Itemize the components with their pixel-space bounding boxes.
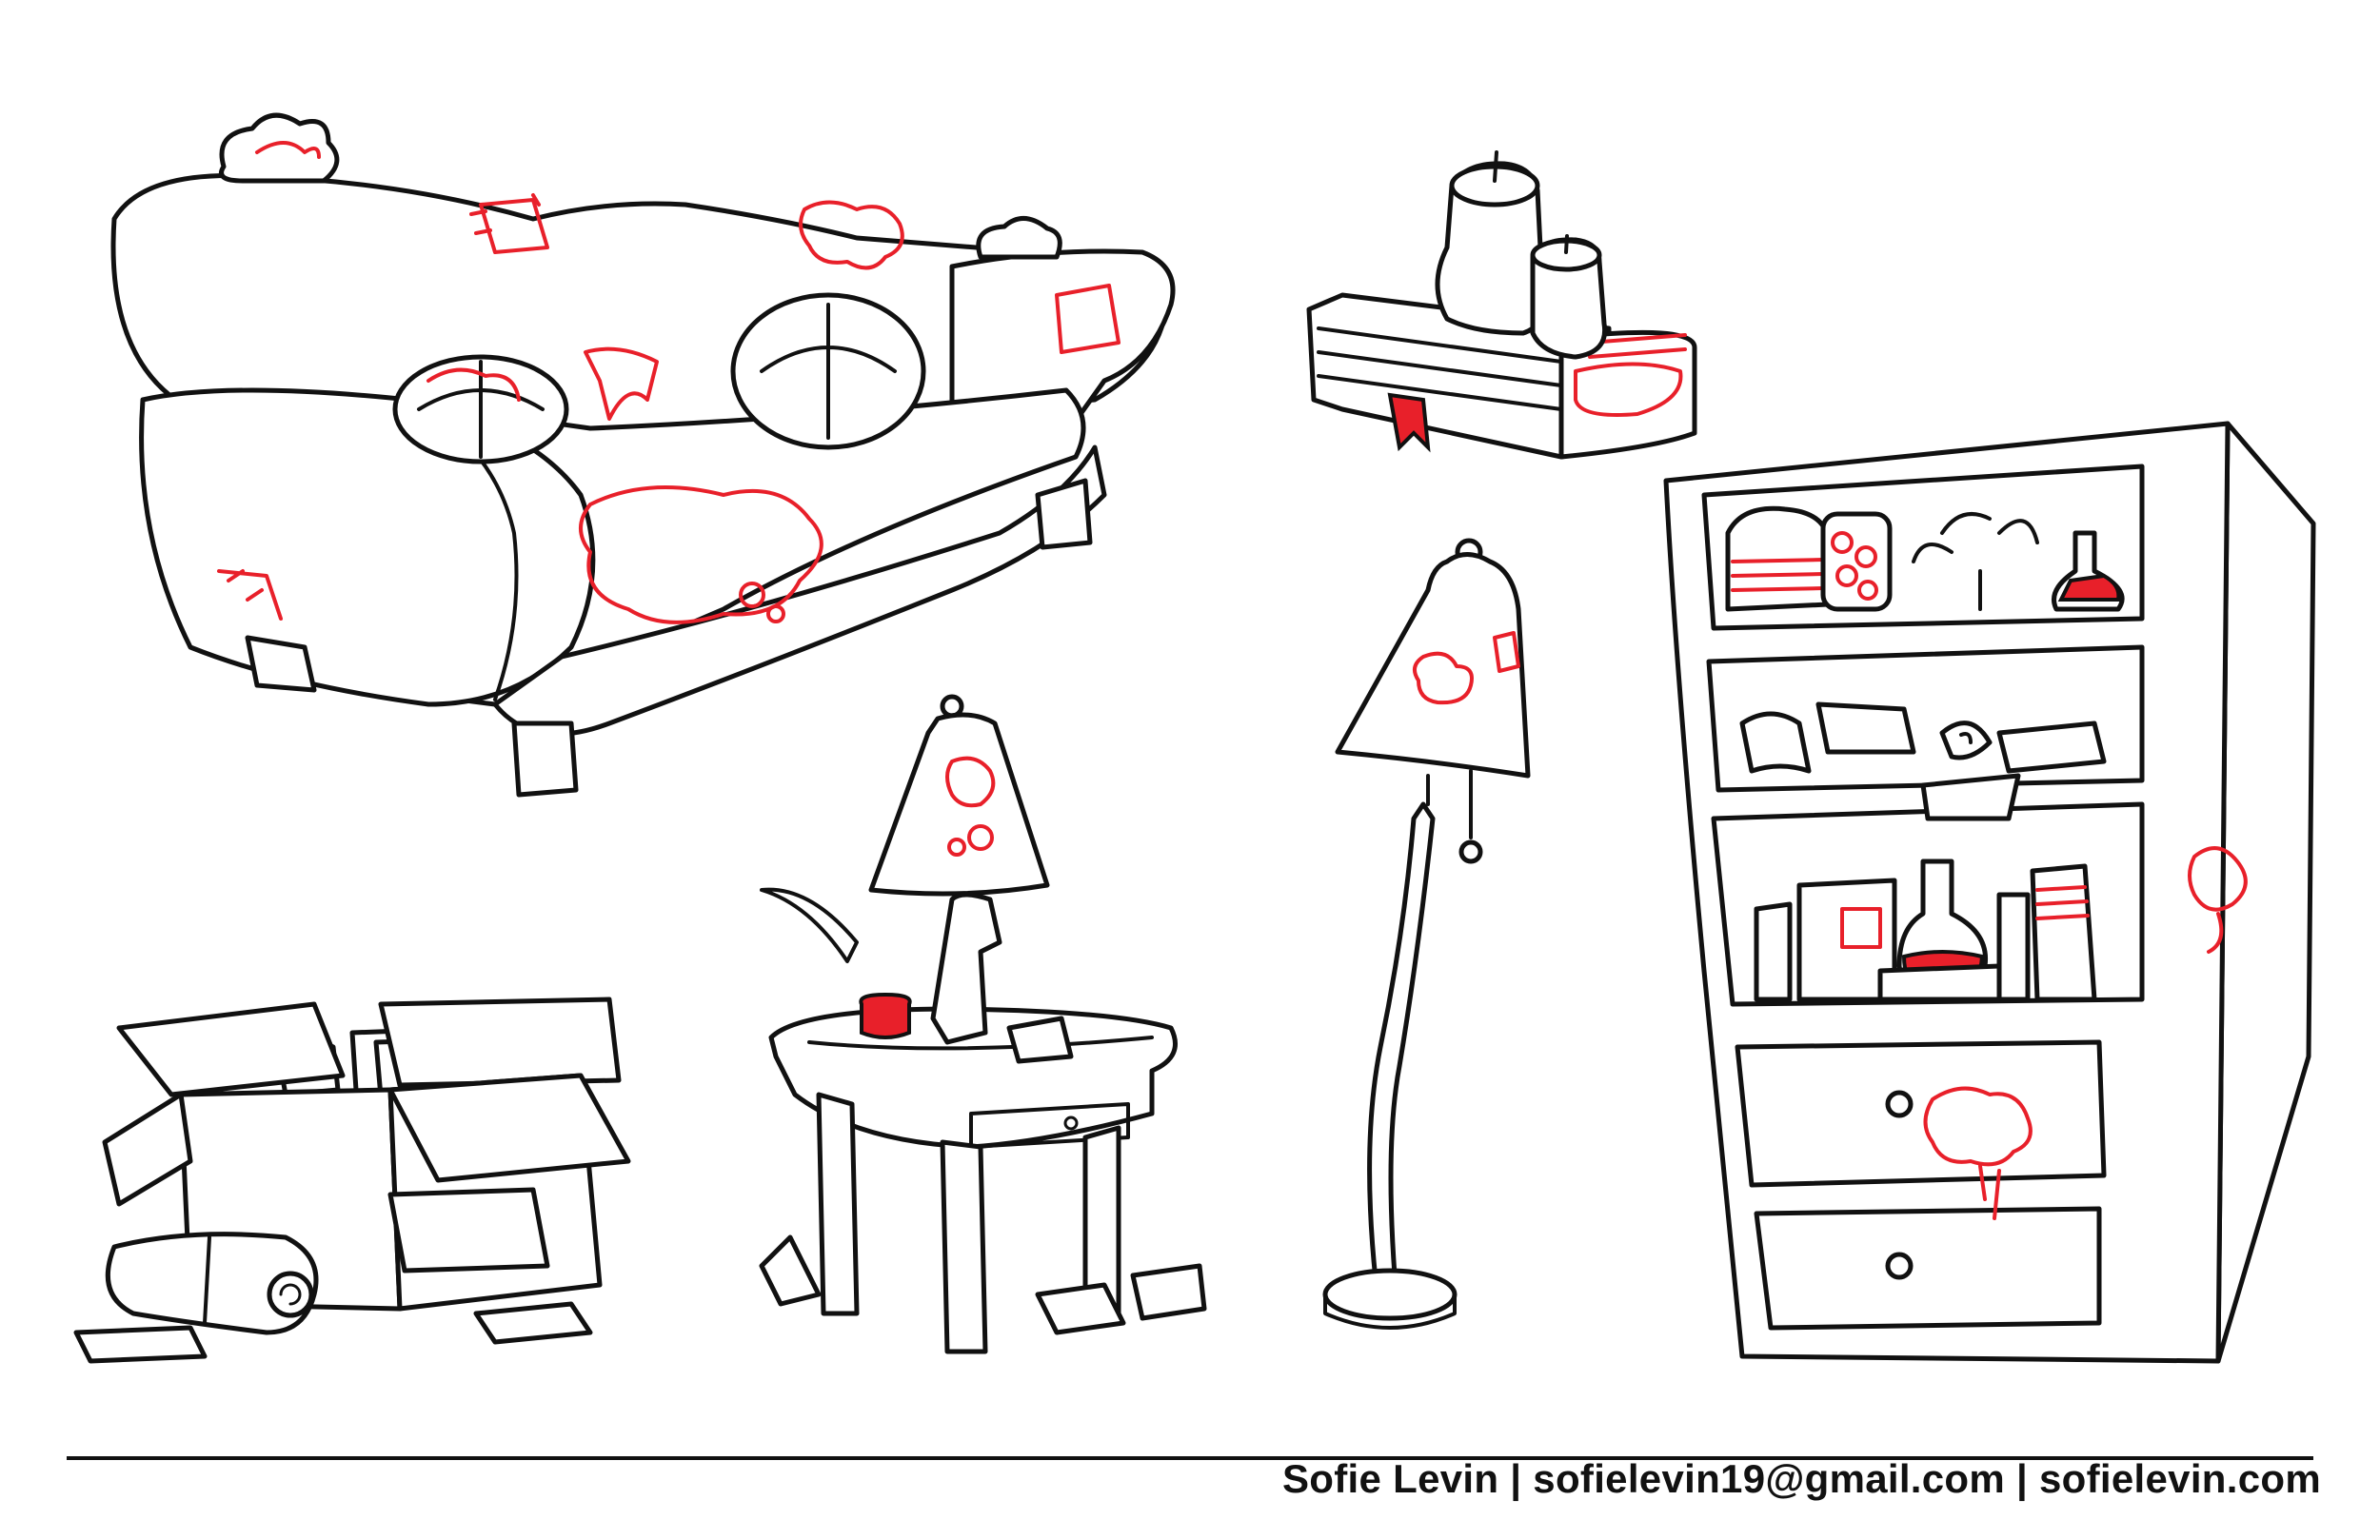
book-candles-illustration [1306, 150, 1697, 460]
cardboard-box-illustration [73, 997, 631, 1364]
artist-credit: Sofie Levin | sofielevin19@gmail.com | s… [1281, 1456, 2321, 1501]
sofa-illustration [110, 112, 1176, 798]
floor-lamp-illustration [1322, 538, 1531, 1330]
footer-rule [67, 1456, 2313, 1460]
bookshelf-illustration [1663, 421, 2316, 1364]
side-table-illustration [759, 694, 1207, 1354]
